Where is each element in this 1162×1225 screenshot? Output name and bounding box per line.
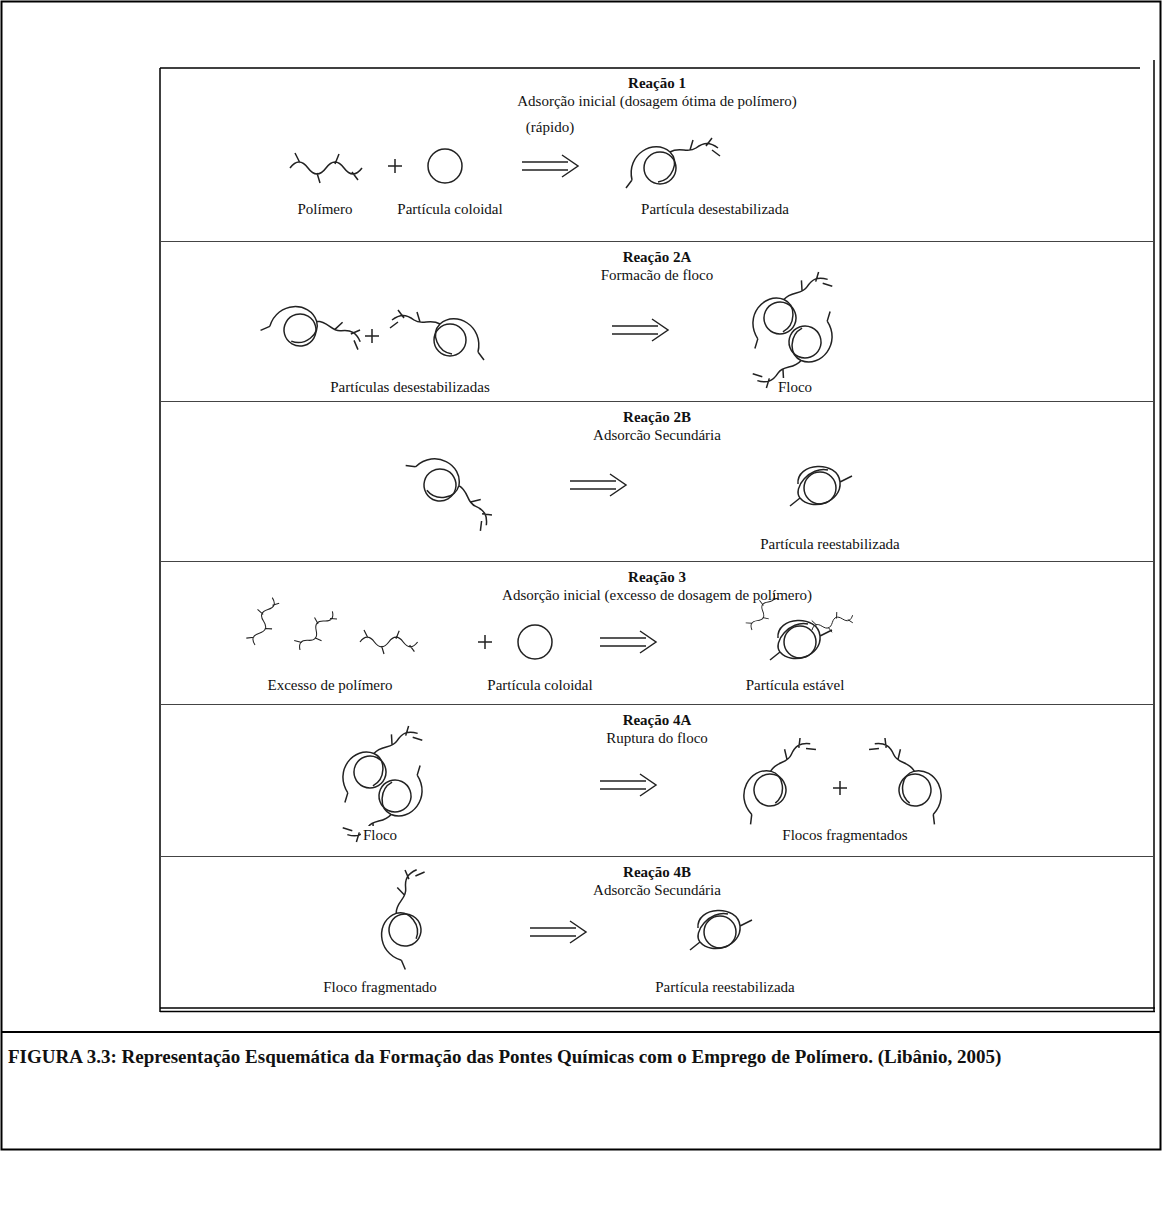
figure-caption: FIGURA 3.3: Representação Esquemática da… [8, 1040, 1148, 1074]
part-label: Partícula desestabilizada [639, 200, 791, 218]
reaction-title: Reação 2A [160, 242, 1154, 266]
reaction-subtitle: Adsorcão Secundária [160, 881, 1154, 899]
reaction-band: Reação 2BAdsorcão Secundária [160, 402, 1154, 562]
reaction-subtitle: Formacão de floco [160, 266, 1154, 284]
reaction-subtitle: Ruptura do floco [160, 729, 1154, 747]
reaction-title: Reação 4A [160, 705, 1154, 729]
part-label: Partícula reestabilizada [758, 535, 902, 553]
part-label: Partículas desestabilizadas [328, 378, 492, 396]
part-label: Floco fragmentado [321, 978, 439, 996]
part-label: (rápido) [524, 118, 576, 136]
part-label: Excesso de polímero [266, 676, 395, 694]
reaction-title: Reação 2B [160, 402, 1154, 426]
part-label: Partícula coloidal [485, 676, 594, 694]
part-label: Floco [776, 378, 814, 396]
reaction-band: Reação 4ARuptura do floco [160, 705, 1154, 857]
reaction-subtitle: Adsorcão Secundária [160, 426, 1154, 444]
part-label: Partícula estável [744, 676, 847, 694]
part-label: Partícula coloidal [395, 200, 504, 218]
reaction-subtitle: Adsorção inicial (dosagem ótima de polím… [160, 92, 1154, 110]
reaction-title: Reação 1 [160, 68, 1154, 92]
part-label: Partícula reestabilizada [653, 978, 797, 996]
reaction-band: Reação 2AFormacão de floco [160, 242, 1154, 402]
part-label: Floco [361, 826, 399, 844]
reaction-title: Reação 4B [160, 857, 1154, 881]
reaction-title: Reação 3 [160, 562, 1154, 586]
part-label: Polímero [296, 200, 355, 218]
part-label: Flocos fragmentados [780, 826, 909, 844]
reaction-subtitle: Adsorção inicial (excesso de dosagem de … [160, 586, 1154, 604]
